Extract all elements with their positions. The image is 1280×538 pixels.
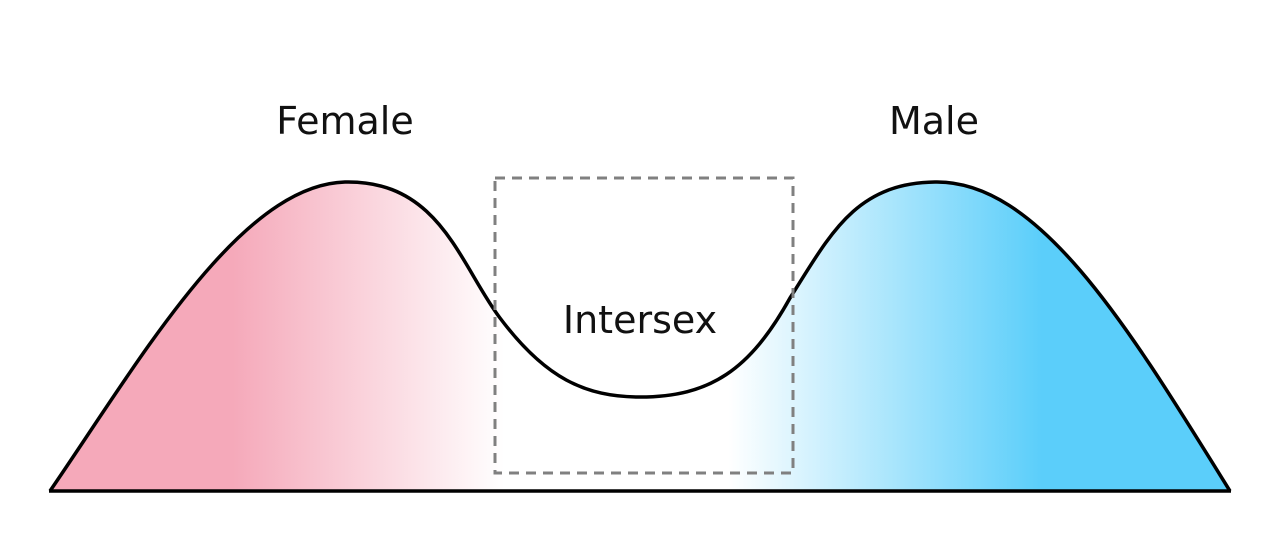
- intersex-label: Intersex: [563, 298, 717, 342]
- male-label: Male: [889, 99, 979, 143]
- female-label: Female: [276, 99, 413, 143]
- distribution-curve: [48, 180, 1232, 492]
- distribution-fill: [50, 181, 1230, 491]
- intersex-dashed-box: [493, 176, 795, 475]
